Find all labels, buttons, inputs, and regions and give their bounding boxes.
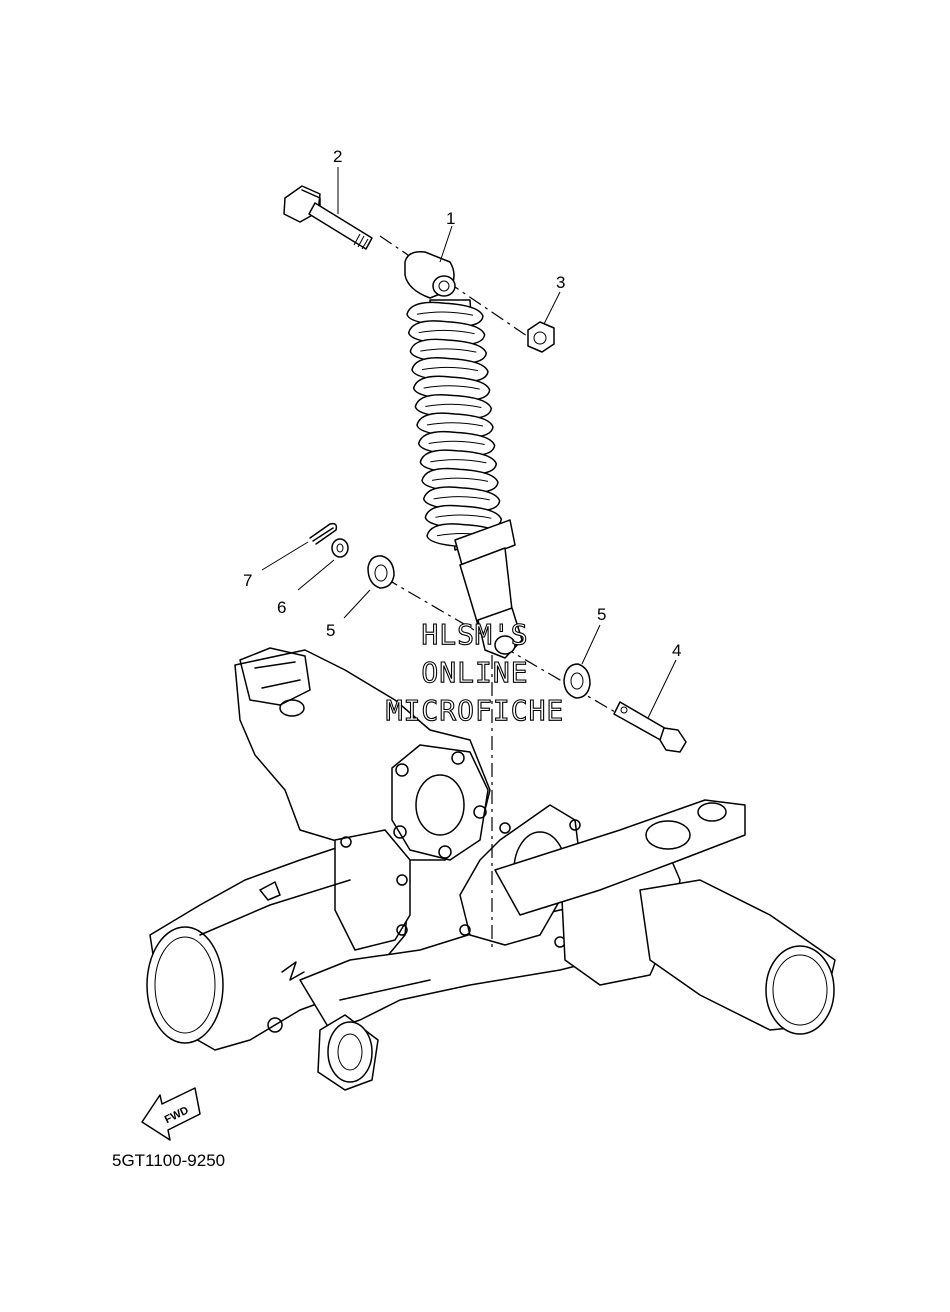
nut-upper: [527, 321, 555, 353]
callout-7: 7: [243, 571, 252, 590]
spring-coil-inner: [435, 514, 492, 519]
cotter-pin: [309, 522, 338, 545]
swingarm-assembly: [146, 647, 836, 1091]
callout-3: 3: [556, 273, 565, 292]
leader-lines: [261, 167, 677, 719]
callout-2: 2: [333, 147, 342, 166]
washer: [331, 538, 349, 558]
spring-coil-inner: [428, 440, 485, 445]
callout-5-left: 5: [326, 621, 335, 640]
bolt-upper: [283, 185, 373, 250]
watermark: HLSM'S ONLINE MICROFICHE: [385, 617, 565, 727]
callout-4: 4: [672, 641, 681, 660]
forward-arrow-icon: FWD: [141, 1087, 201, 1141]
spring-coil-inner: [433, 496, 490, 501]
shock-absorber: [404, 250, 523, 659]
spring-coil-inner: [426, 422, 484, 427]
spring-coil-inner: [418, 329, 475, 335]
watermark-line-3: MICROFICHE: [386, 694, 565, 727]
watermark-line-2: ONLINE: [421, 656, 528, 689]
coil-spring: [406, 301, 504, 549]
diagram-code: 5GT1100-9250: [112, 1151, 225, 1170]
callout-labels: 2 1 3 4 5 5 6 7: [243, 147, 681, 660]
callout-1: 1: [446, 209, 455, 228]
spring-coil-inner: [416, 311, 474, 316]
spring-coil-inner: [421, 366, 479, 372]
collar-right: [563, 663, 591, 699]
spring-coil-inner: [423, 385, 480, 390]
spring-coil-inner: [420, 348, 477, 353]
collar-left: [367, 555, 395, 589]
watermark-line-1: HLSM'S: [421, 618, 528, 651]
spring-coil-inner: [425, 403, 482, 409]
bolt-lower: [613, 701, 687, 753]
spring-coil-inner: [430, 459, 487, 464]
callout-5-right: 5: [597, 605, 606, 624]
callout-6: 6: [277, 598, 286, 617]
spring-coil-inner: [431, 477, 489, 482]
